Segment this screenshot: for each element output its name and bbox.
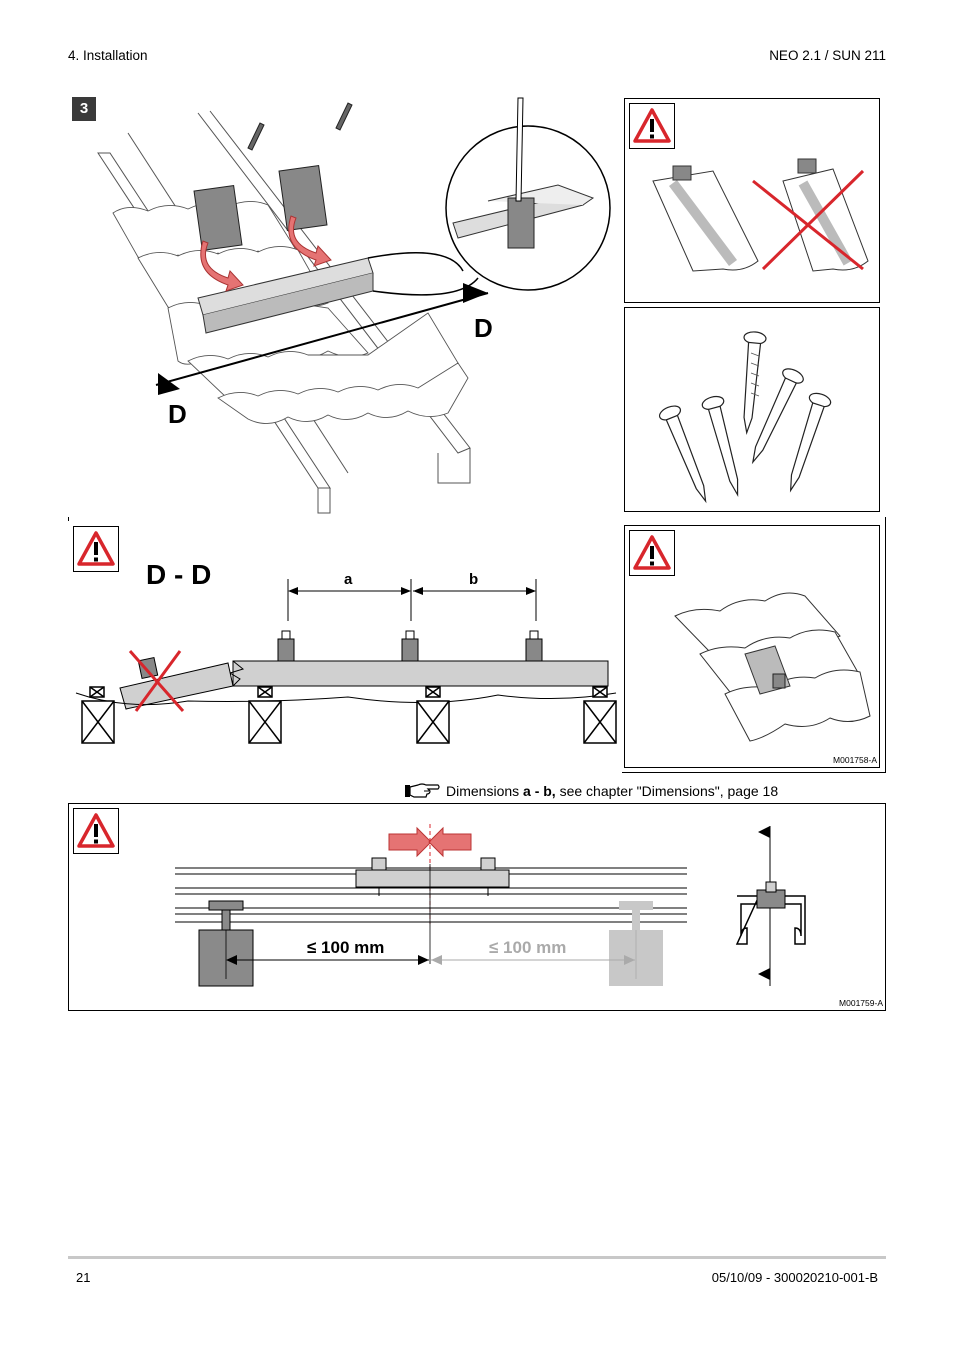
- hook-orientation-illustration: [652, 158, 869, 272]
- section-view-label: D - D: [146, 559, 212, 590]
- warning-sign: [73, 808, 119, 854]
- tile-seating-illustration: [674, 592, 871, 742]
- figure-ref-1: M001758-A: [833, 755, 877, 765]
- rail-joint-illustration: [175, 824, 806, 987]
- section-view-illustration: [75, 579, 617, 744]
- section-view-panel: D - D a b: [68, 521, 622, 773]
- screws-illustration: [658, 331, 832, 504]
- warning-sign: [629, 103, 675, 149]
- warning-triangle-icon: [633, 108, 671, 143]
- warning-triangle-icon: [77, 531, 115, 566]
- dimensions-note: Dimensions a - b, see chapter "Dimension…: [404, 782, 778, 800]
- warning-sign: [73, 526, 119, 572]
- warning-triangle-icon: [633, 535, 671, 570]
- dimension-b-label: b: [469, 571, 479, 588]
- document-reference: 05/10/09 - 300020210-001-B: [711, 1270, 878, 1285]
- section-marker-right: D: [474, 313, 493, 343]
- dimension-a-label: a: [344, 571, 353, 588]
- hook-orientation-panel: [624, 98, 880, 303]
- footer-rule: [68, 1256, 886, 1259]
- note-bold: a - b,: [523, 783, 556, 799]
- distance-label-ghost: ≤ 100 mm: [489, 938, 567, 957]
- step-number: 3: [72, 97, 96, 121]
- tile-seating-panel: M001758-A: [624, 525, 880, 768]
- roof-mounting-illustration: [97, 97, 611, 514]
- distance-label: ≤ 100 mm: [307, 938, 385, 957]
- figure-2-frame: ≤ 100 mm ≤ 100 mm M001759-A: [68, 803, 886, 1011]
- figure-ref-2: M001759-A: [839, 998, 883, 1008]
- section-marker-left: D: [168, 399, 187, 429]
- screws-panel: [624, 307, 880, 512]
- note-prefix: Dimensions: [446, 783, 524, 799]
- warning-triangle-icon: [77, 813, 115, 848]
- header-section: 4. Installation: [68, 48, 148, 63]
- header-product: NEO 2.1 / SUN 211: [769, 48, 886, 63]
- note-suffix: see chapter "Dimensions", page 18: [555, 783, 779, 799]
- pointing-hand-icon: [405, 783, 440, 798]
- page-number: 21: [76, 1270, 91, 1285]
- warning-sign: [629, 530, 675, 576]
